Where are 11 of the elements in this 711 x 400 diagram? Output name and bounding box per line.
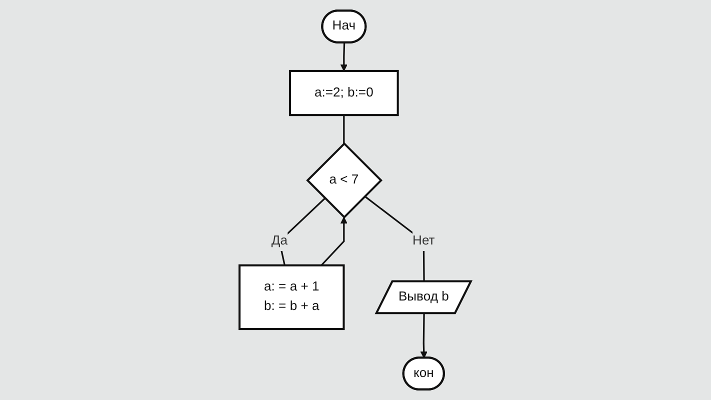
connector xyxy=(364,196,426,282)
connector xyxy=(343,115,345,144)
arrow xyxy=(340,42,348,72)
arrow xyxy=(321,216,348,266)
edge-label: Да xyxy=(272,234,288,248)
connector xyxy=(278,198,326,266)
node-box: a:=2; b:=0 xyxy=(289,70,400,116)
node-diamond: a < 7 xyxy=(306,142,383,219)
node-box: a: = a + 1 b: = b + a xyxy=(238,264,346,330)
arrow xyxy=(420,314,428,358)
edge-label: Нет xyxy=(412,234,436,248)
